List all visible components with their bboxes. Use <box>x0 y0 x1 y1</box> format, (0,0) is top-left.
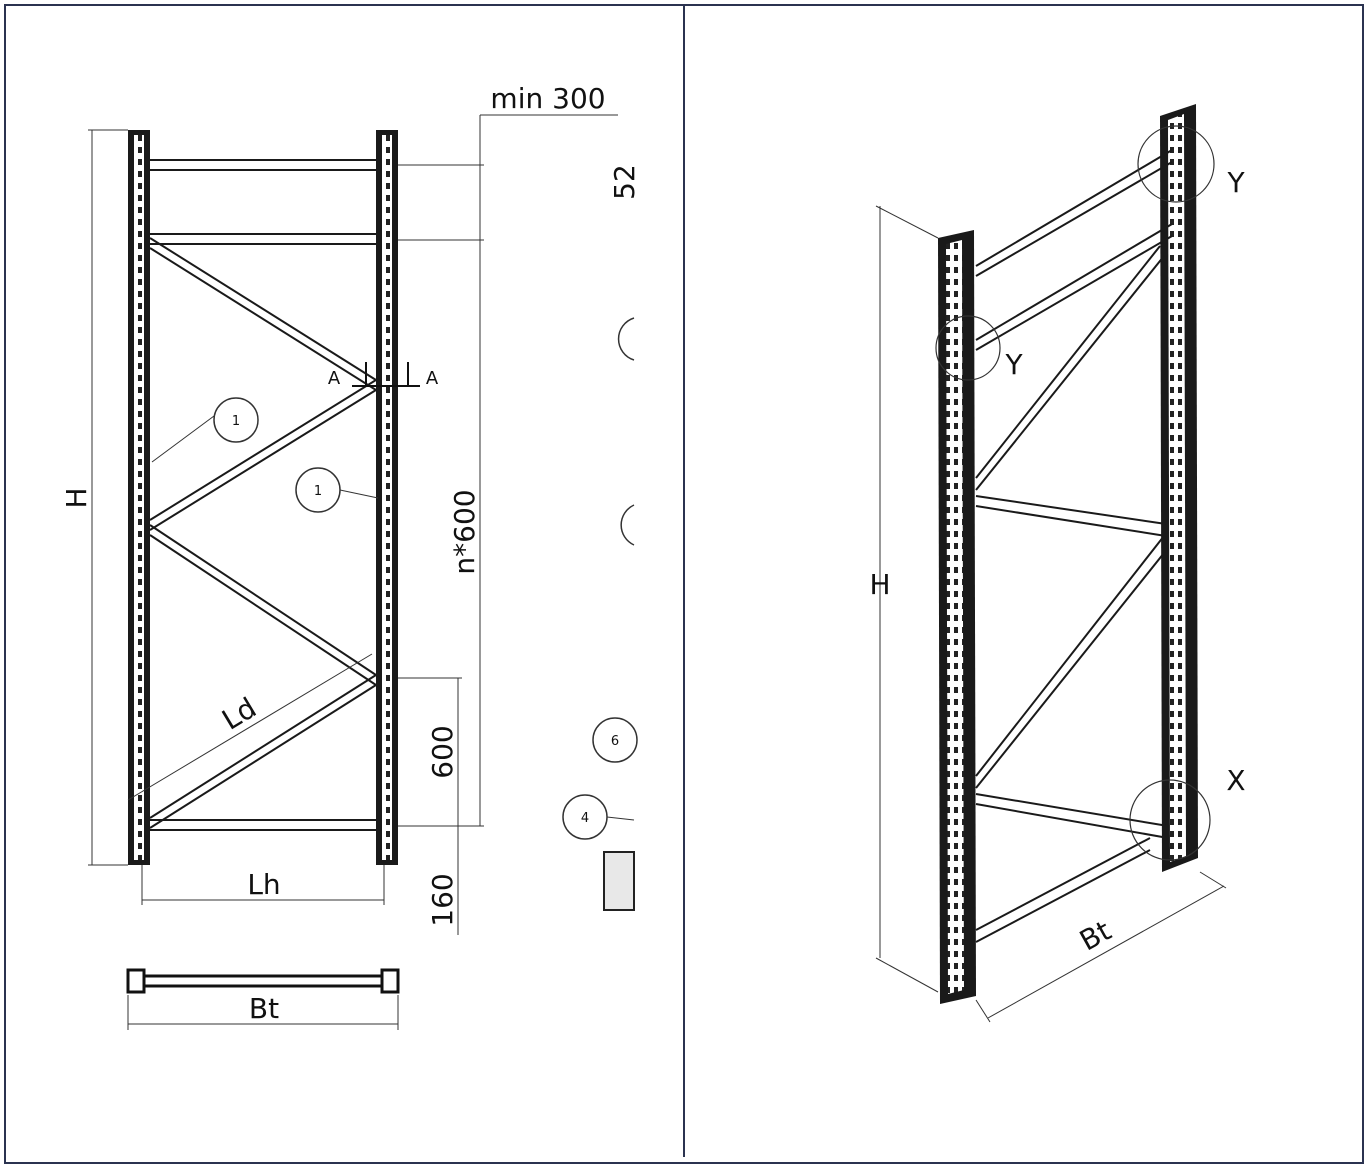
section-a-left: A <box>328 368 341 389</box>
diagonal-braces <box>149 237 377 829</box>
cell-divider <box>683 4 685 1157</box>
dim-ld-line <box>127 653 373 801</box>
cropped-part <box>603 851 635 911</box>
dim-n600-label: n*600 <box>448 489 481 574</box>
svg-text:6: 6 <box>611 734 619 749</box>
iso-diagonal-braces <box>975 245 1169 789</box>
svg-text:1: 1 <box>314 484 322 499</box>
iso-dim-bt-label: Bt <box>1074 914 1116 958</box>
section-a-right: A <box>426 368 439 389</box>
section-marks <box>352 362 420 387</box>
iso-back-upright <box>1160 104 1198 872</box>
iso-front-upright <box>938 230 976 1004</box>
callout-1a: 1 <box>151 397 259 463</box>
callout-6: 6 <box>592 717 638 763</box>
iso-view: H Bt Y Y X <box>869 104 1246 1023</box>
iso-dim-h <box>875 205 939 993</box>
detail-circle-y-mid <box>935 315 1001 381</box>
dim-bt-label: Bt <box>249 992 279 1025</box>
front-view: H min 300 52 n*600 600 160 Ld Lh <box>60 72 641 1066</box>
detail-circle-y-top <box>1137 125 1215 203</box>
horizontal-braces <box>150 159 376 831</box>
dim-lh-label: Lh <box>247 868 280 901</box>
detail-y-mid-label: Y <box>1004 348 1023 381</box>
callout-4: 4 <box>562 794 635 840</box>
iso-dim-h-label: H <box>869 568 890 601</box>
iso-horizontal-braces <box>975 149 1173 943</box>
dim-h-label: H <box>60 487 93 508</box>
svg-text:4: 4 <box>581 811 589 826</box>
dim-52-label: 52 <box>608 164 641 200</box>
dim-600-label: 600 <box>426 725 459 778</box>
left-upright <box>128 130 150 865</box>
callout-1b: 1 <box>295 467 379 513</box>
dim-lh-line <box>141 865 385 905</box>
detail-circle-x <box>1129 779 1211 861</box>
iso-dim-bt <box>975 871 1227 1023</box>
detail-x-label: X <box>1226 764 1245 797</box>
top-view <box>126 968 400 1030</box>
right-upright <box>376 130 398 865</box>
dim-160-label: 160 <box>426 873 459 926</box>
svg-text:1: 1 <box>232 414 240 429</box>
detail-y-top-label: Y <box>1226 166 1245 199</box>
dim-min-300: min 300 <box>490 82 605 115</box>
dim-right-lines <box>398 114 618 935</box>
dim-h-line <box>88 129 128 866</box>
cropped-callouts <box>617 317 635 546</box>
